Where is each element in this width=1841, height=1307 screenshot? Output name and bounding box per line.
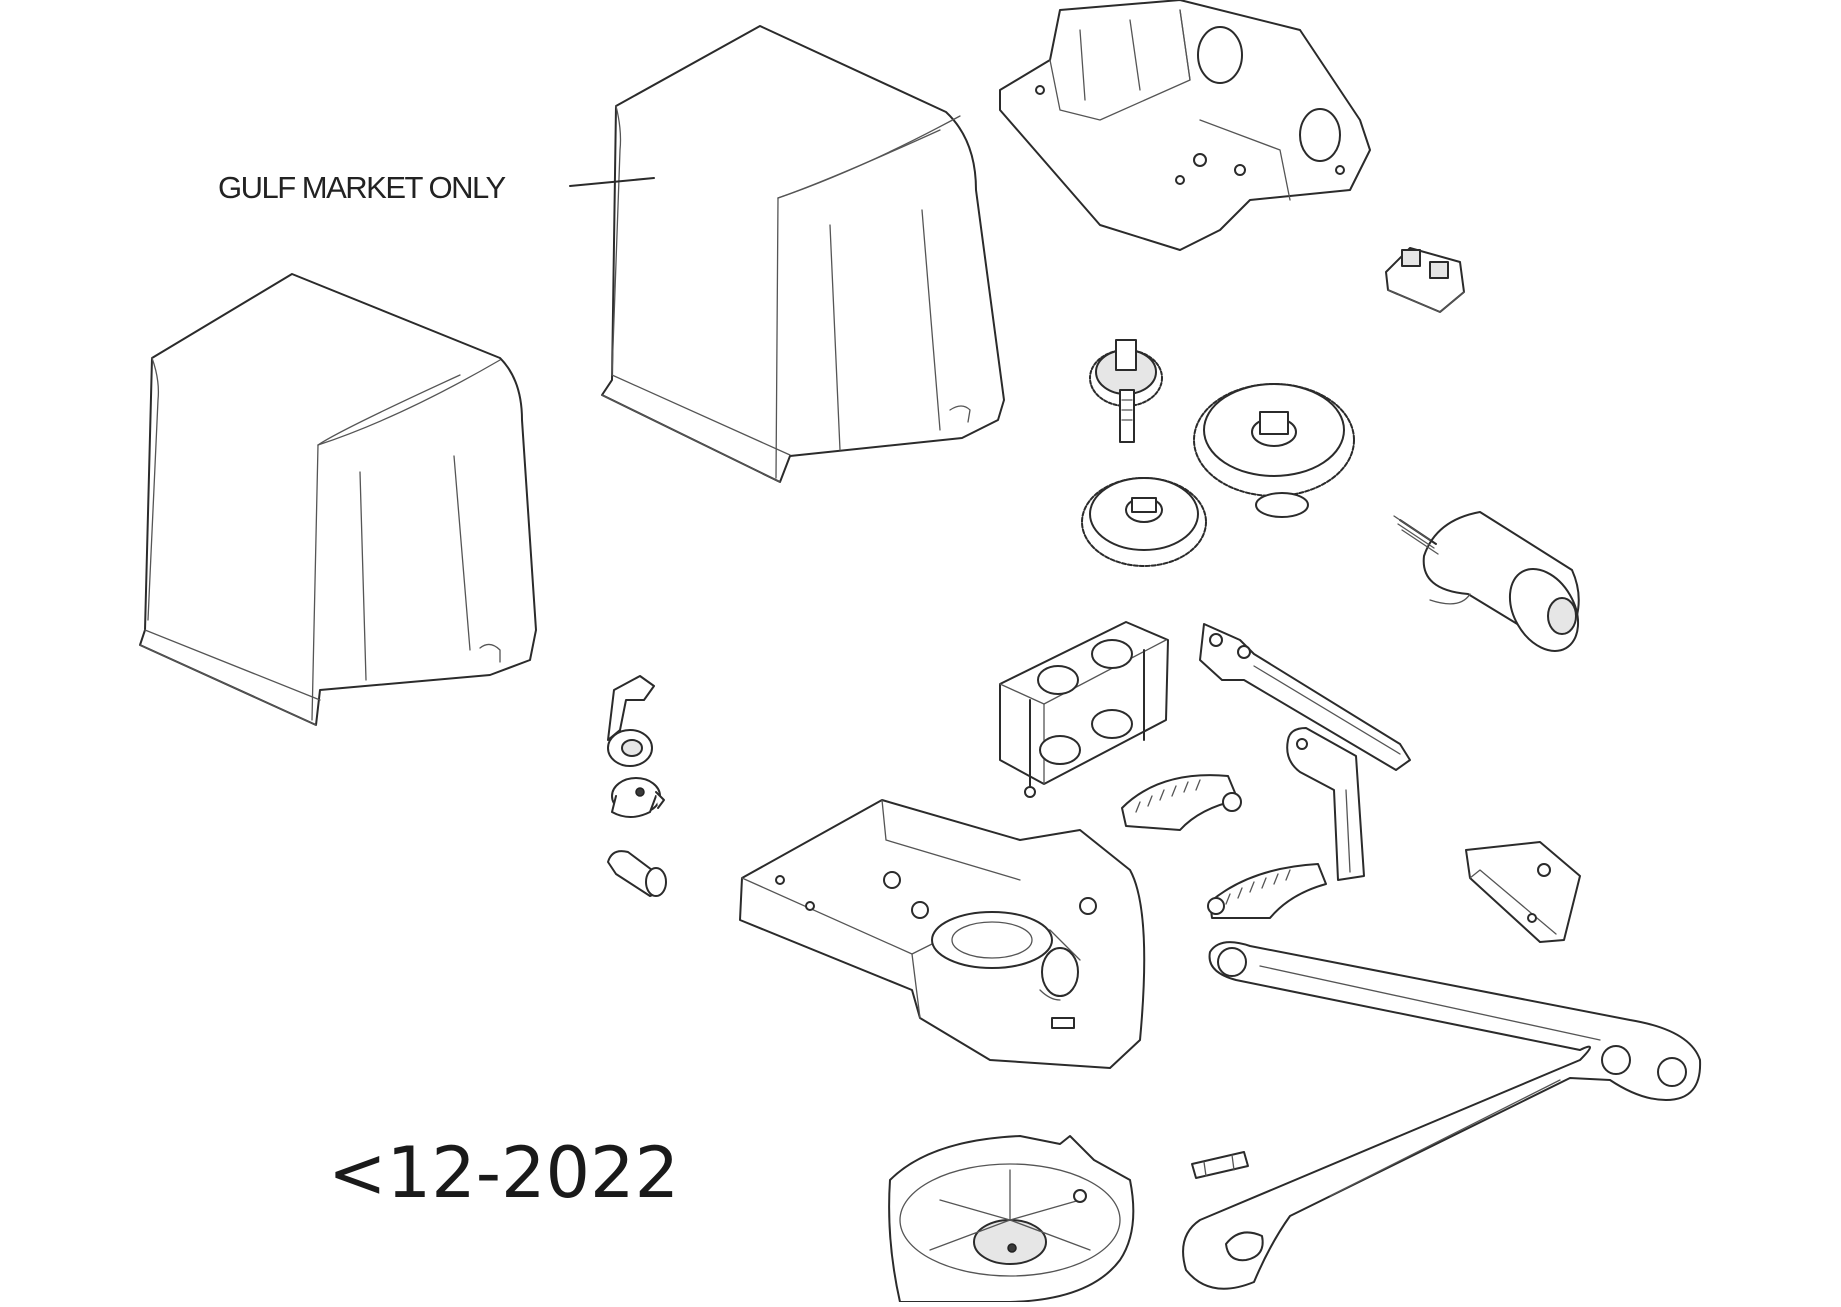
cover-gulf-market <box>569 25 1005 483</box>
gulf-market-callout: GULF MARKET ONLY <box>218 170 506 205</box>
release-handle <box>1286 727 1365 881</box>
pin <box>1191 1151 1249 1179</box>
limit-sector-lower <box>1207 863 1327 919</box>
limit-sector-upper <box>1121 774 1242 831</box>
terminal-board <box>1385 247 1465 313</box>
limit-cam <box>607 675 655 767</box>
gear-large <box>1193 383 1355 518</box>
revision-date-label: <12-2022 <box>328 1132 680 1214</box>
release-lever-shaft <box>1199 623 1411 771</box>
gear-medium <box>1081 477 1207 567</box>
key <box>607 850 667 897</box>
cover-standard <box>139 273 537 726</box>
upper-housing <box>999 0 1371 251</box>
mounting-bracket <box>1465 841 1581 943</box>
gate-arm <box>1182 941 1702 1290</box>
gear-bracket <box>999 621 1169 798</box>
lower-housing <box>739 799 1146 1069</box>
base-cover <box>888 1135 1135 1303</box>
motor <box>1393 511 1580 652</box>
gear-small <box>1089 339 1163 443</box>
lock-cylinder <box>611 777 665 818</box>
